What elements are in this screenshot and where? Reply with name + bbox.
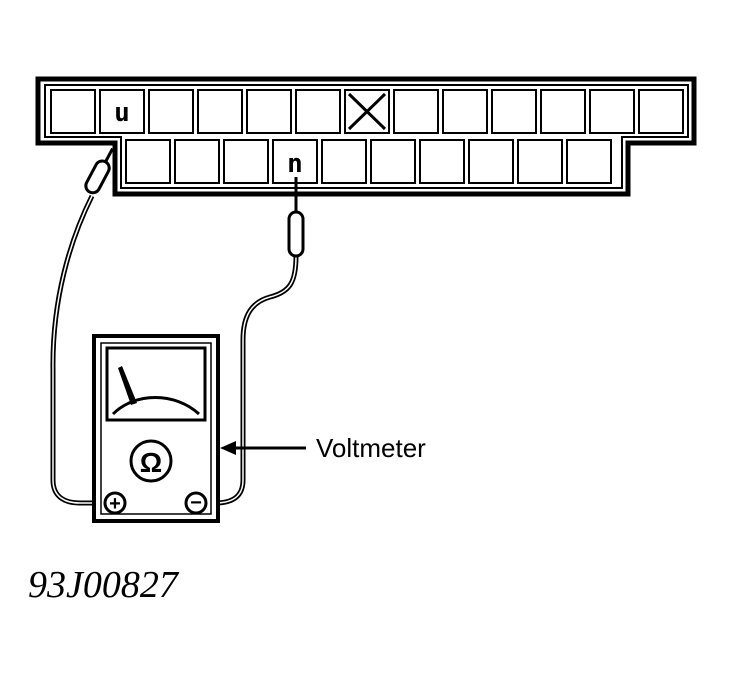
plus-icon: + — [109, 493, 121, 515]
negative-probe — [287, 177, 305, 258]
cavity — [370, 139, 416, 184]
cavity — [223, 139, 269, 184]
connector-housing — [35, 76, 697, 197]
connector-housing-inner — [44, 84, 689, 189]
cavity — [174, 139, 220, 184]
cavity — [491, 89, 537, 134]
cavity — [50, 89, 96, 134]
positive-test-lead-wire-inner — [52, 195, 104, 504]
positive-terminal — [103, 491, 127, 515]
pin-label-n: n — [287, 149, 303, 179]
cavity — [442, 89, 488, 134]
cavity — [638, 89, 684, 134]
voltmeter-face-panel — [100, 342, 212, 515]
voltmeter-callout-arrowhead — [220, 441, 236, 455]
voltmeter-needle — [118, 366, 137, 405]
positive-probe — [84, 147, 114, 195]
connector-top-row — [50, 89, 684, 134]
negative-terminal — [184, 491, 208, 515]
cavity-u — [99, 89, 145, 134]
cavity — [540, 89, 586, 134]
figure-code: 93J00827 — [28, 564, 180, 606]
blocked-cavity-x-mark — [347, 92, 387, 131]
ohm-selector-knob — [129, 439, 173, 483]
voltmeter-callout-label: Voltmeter — [316, 433, 426, 463]
cavity — [197, 89, 243, 134]
cavity — [589, 89, 635, 134]
cavity — [468, 139, 514, 184]
cavity — [246, 89, 292, 134]
connector-bottom-row — [125, 139, 612, 184]
negative-test-lead-wire-inner — [200, 255, 297, 504]
cavity — [393, 89, 439, 134]
minus-icon: − — [190, 492, 202, 514]
cavity — [148, 89, 194, 134]
cavity — [566, 139, 612, 184]
cavity-n — [272, 139, 318, 184]
cavity — [125, 139, 171, 184]
cavity — [517, 139, 563, 184]
cavity — [295, 89, 341, 134]
pin-label-u: u — [114, 98, 130, 128]
ohm-icon: Ω — [140, 447, 162, 478]
cavity — [321, 139, 367, 184]
voltmeter-gauge-window — [105, 346, 207, 422]
cavity — [419, 139, 465, 184]
voltmeter-gauge-scale — [111, 396, 201, 416]
